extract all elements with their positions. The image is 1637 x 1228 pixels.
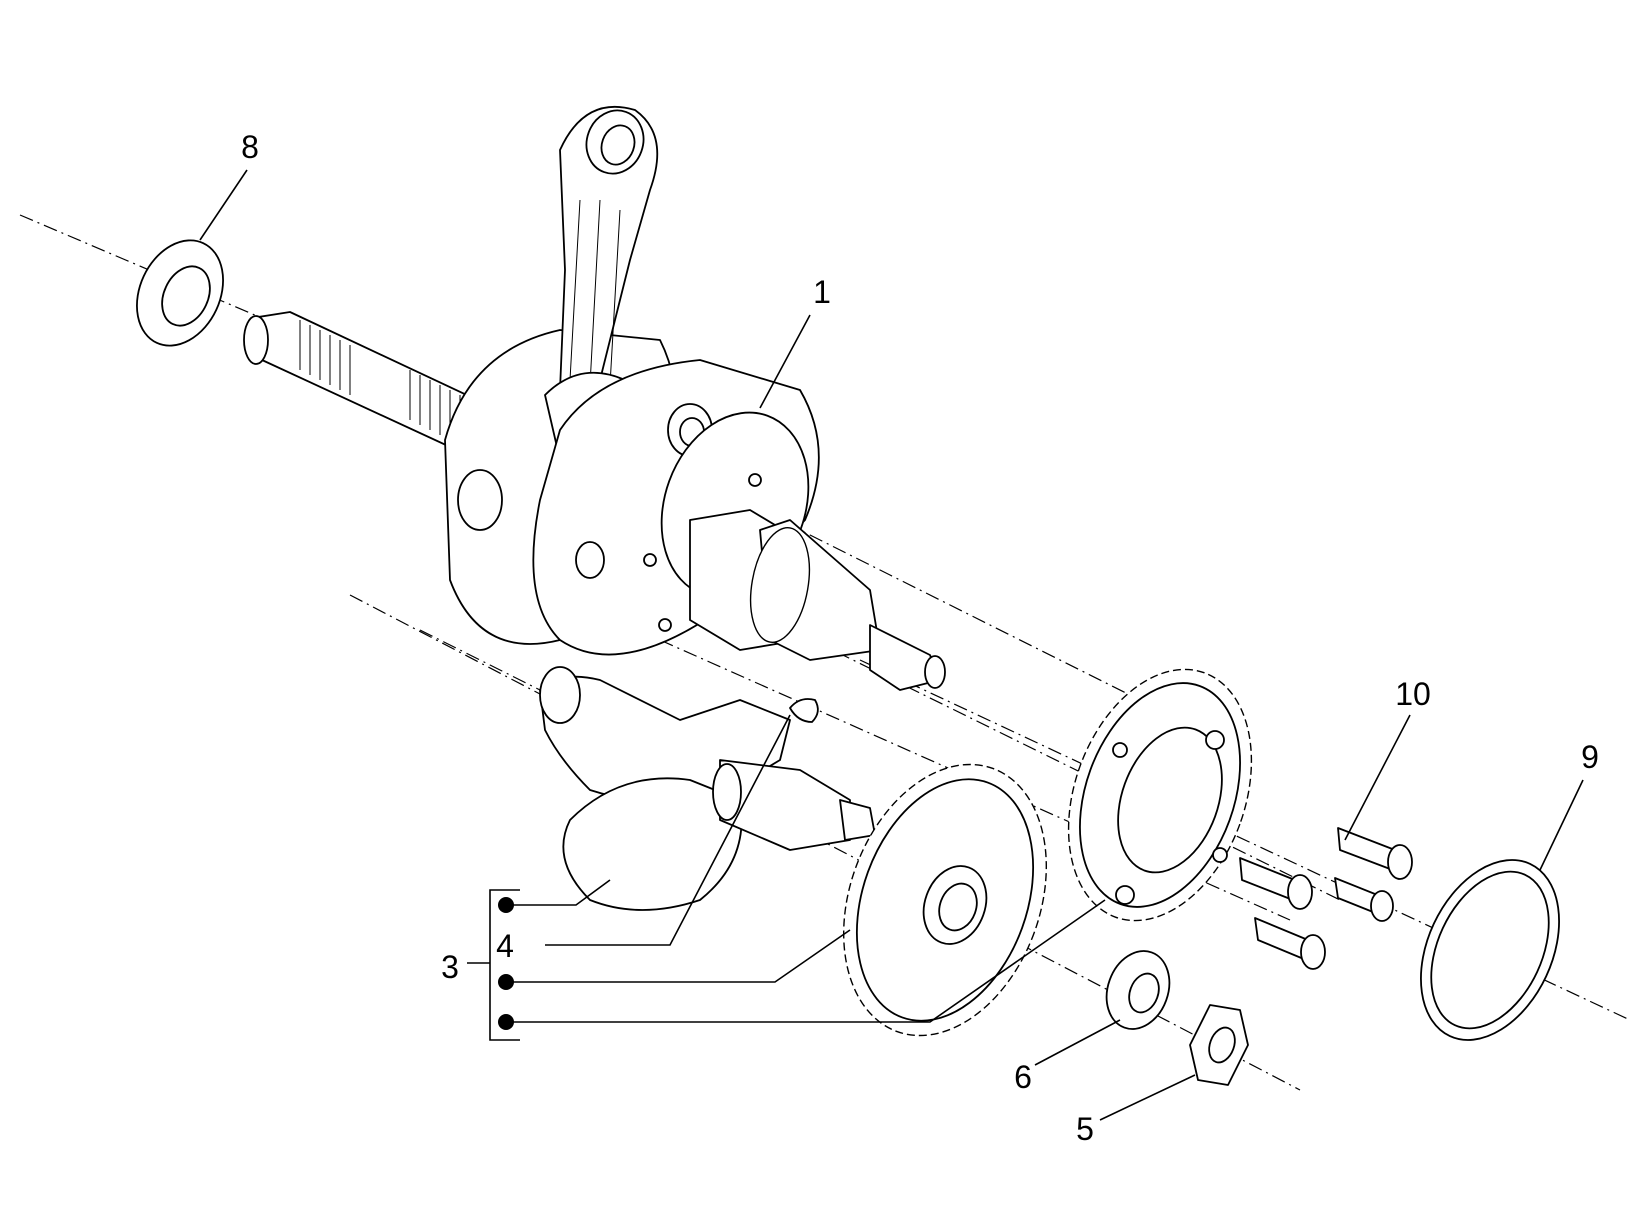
part-3-balance-shaft bbox=[539, 666, 876, 911]
part-9-shim bbox=[1420, 859, 1560, 1041]
part-5-nut bbox=[1189, 1004, 1249, 1086]
axis-left-shaft bbox=[19, 214, 291, 331]
marker-dot bbox=[498, 897, 514, 913]
leader-3b bbox=[506, 929, 851, 983]
callout-10: 10 bbox=[1395, 676, 1431, 712]
drive-gear bbox=[1067, 668, 1253, 922]
leader-lines bbox=[199, 169, 1584, 1121]
axis-balance-left bbox=[419, 629, 541, 691]
bracket-3 bbox=[489, 889, 520, 1041]
part-10-screws bbox=[1239, 827, 1413, 970]
callout-3: 3 bbox=[441, 949, 459, 985]
group-markers bbox=[498, 897, 514, 1030]
callout-9: 9 bbox=[1581, 739, 1599, 775]
leader-6 bbox=[1034, 1019, 1121, 1066]
callout-5: 5 bbox=[1076, 1111, 1094, 1147]
leader-8 bbox=[199, 169, 248, 241]
part-1-crankshaft bbox=[243, 105, 946, 691]
leader-3a bbox=[506, 879, 611, 906]
balance-gear bbox=[842, 763, 1048, 1037]
axis-middle-bolt bbox=[649, 559, 1341, 901]
marker-dot bbox=[498, 1014, 514, 1030]
part-4-key bbox=[789, 698, 819, 723]
shaft-splines bbox=[299, 320, 461, 445]
leader-5 bbox=[1099, 1074, 1196, 1121]
leader-4 bbox=[545, 714, 791, 946]
callout-labels: 8 1 10 9 4 3 6 5 bbox=[241, 129, 1599, 1147]
part-6-washer bbox=[1105, 950, 1171, 1030]
callout-8: 8 bbox=[241, 129, 259, 165]
callout-4: 4 bbox=[496, 928, 514, 964]
marker-dot bbox=[498, 974, 514, 990]
leader-3c bbox=[506, 899, 1106, 1023]
callout-1: 1 bbox=[813, 274, 831, 310]
leader-10 bbox=[1344, 714, 1411, 841]
part-8-washer bbox=[136, 239, 224, 347]
callout-6: 6 bbox=[1014, 1059, 1032, 1095]
leader-9 bbox=[1539, 779, 1584, 871]
leader-1 bbox=[759, 314, 811, 409]
